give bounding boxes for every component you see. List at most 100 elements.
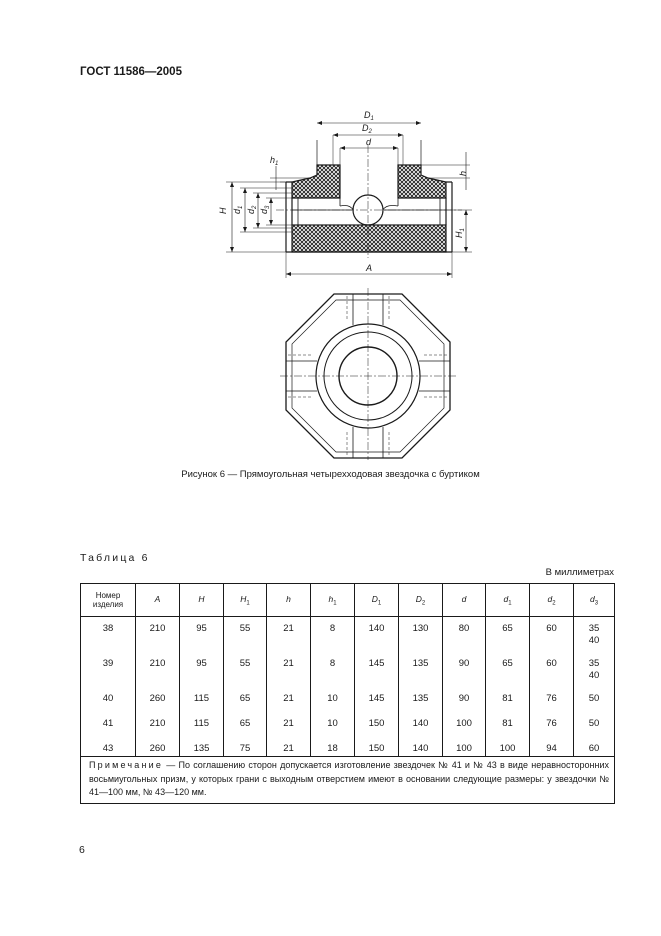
label-d3-sub: 3 [265,205,271,209]
svg-text:d3: d3 [259,205,271,214]
table-note: Примечание — По соглашению сторон допуск… [80,756,615,804]
cell-item: 43 [80,737,136,757]
cell-H: 95 [179,652,224,687]
col-header-D1: D1 [354,583,399,617]
label-D1-sub: 1 [371,116,374,122]
label-h1-sub: 1 [275,161,278,167]
cell-d1: 100 [485,737,530,757]
cell-D1: 150 [354,737,399,757]
table-row: 40 260 115 65 21 10 145 135 90 81 76 50 [80,687,615,712]
cell-d1: 65 [485,652,530,687]
technical-drawing: D1 D2 d h1 h H d1 d2 [218,110,472,460]
cell-D2: 135 [398,687,443,712]
cell-A: 210 [135,652,180,687]
cell-H1: 55 [223,616,267,652]
note-text: — По соглашению сторон допускается изгот… [89,760,609,797]
cell-d2: 60 [529,616,574,652]
col-header-h: h [266,583,311,617]
cell-A: 260 [135,687,180,712]
cell-H: 135 [179,737,224,757]
label-H1: H [454,231,464,238]
cell-H: 115 [179,712,224,737]
table-row: 43 260 135 75 21 18 150 140 100 100 94 6… [80,737,615,757]
col-header-H: H [179,583,224,617]
label-d: d [366,137,372,147]
figure-caption: Рисунок 6 — Прямоугольная четырехходовая… [181,469,480,480]
col-header-D2: D2 [398,583,443,617]
cell-H1: 55 [223,652,267,687]
hatch-collar-right [397,164,447,199]
label-D2-sub: 2 [368,129,373,135]
label-h: h [458,171,468,176]
cell-item: 39 [80,652,136,687]
cell-D1: 140 [354,616,399,652]
label-h1: h [270,155,275,165]
label-d1: d [232,208,242,214]
cell-d2: 94 [529,737,574,757]
cell-H1: 75 [223,737,267,757]
cell-d3-b: 40 [588,635,600,646]
cell-d2: 60 [529,652,574,687]
cell-D1: 150 [354,712,399,737]
cell-d: 80 [442,616,486,652]
document-header: ГОСТ 11586—2005 [80,66,182,78]
svg-text:d2: d2 [246,205,258,214]
table-row: 41 210 115 65 21 10 150 140 100 81 76 50 [80,712,615,737]
cell-item: 40 [80,687,136,712]
cell-d3-b: 40 [588,670,600,681]
col-header-d3: d3 [573,583,615,617]
cell-h: 21 [266,687,311,712]
col-header-d1: d1 [485,583,530,617]
cell-h1: 10 [310,712,355,737]
cell-H1: 65 [223,712,267,737]
label-d3: d [259,208,269,214]
svg-text:D1: D1 [364,110,374,122]
cell-D1: 145 [354,652,399,687]
label-d2-sub: 2 [252,205,258,210]
cell-h1: 18 [310,737,355,757]
cell-D1: 145 [354,687,399,712]
section-view: D1 D2 d h1 h H d1 d2 [218,110,472,278]
cell-A: 210 [135,616,180,652]
label-H: H [218,207,228,214]
label-D1: D [364,110,371,120]
cell-H: 115 [179,687,224,712]
cell-H: 95 [179,616,224,652]
cell-item: 41 [80,712,136,737]
cell-d3: 60 [573,737,615,757]
plan-view [280,288,456,460]
cell-h1: 10 [310,687,355,712]
col-header-h1: h1 [310,583,355,617]
label-A: A [365,263,372,273]
page-number: 6 [79,844,85,856]
hatch-collar-left [291,164,341,199]
cell-d3: 50 [573,712,615,737]
col-header-d: d [442,583,486,617]
cell-d3: 50 [573,687,615,712]
col-header-item-line1: Номер [95,591,121,600]
cell-A: 260 [135,737,180,757]
svg-text:D2: D2 [362,123,373,135]
cell-d: 100 [442,737,486,757]
cell-d1: 81 [485,687,530,712]
label-D2: D [362,123,369,133]
cell-D2: 130 [398,616,443,652]
cell-h1: 8 [310,652,355,687]
svg-text:h1: h1 [270,155,278,167]
cell-d: 100 [442,712,486,737]
col-header-H1: H1 [223,583,267,617]
cell-h1: 8 [310,616,355,652]
cell-D2: 135 [398,652,443,687]
cell-d2: 76 [529,712,574,737]
cell-h: 21 [266,652,311,687]
label-d1-sub: 1 [238,206,244,209]
cell-h: 21 [266,616,311,652]
cell-A: 210 [135,712,180,737]
cell-d2: 76 [529,687,574,712]
cell-D2: 140 [398,712,443,737]
